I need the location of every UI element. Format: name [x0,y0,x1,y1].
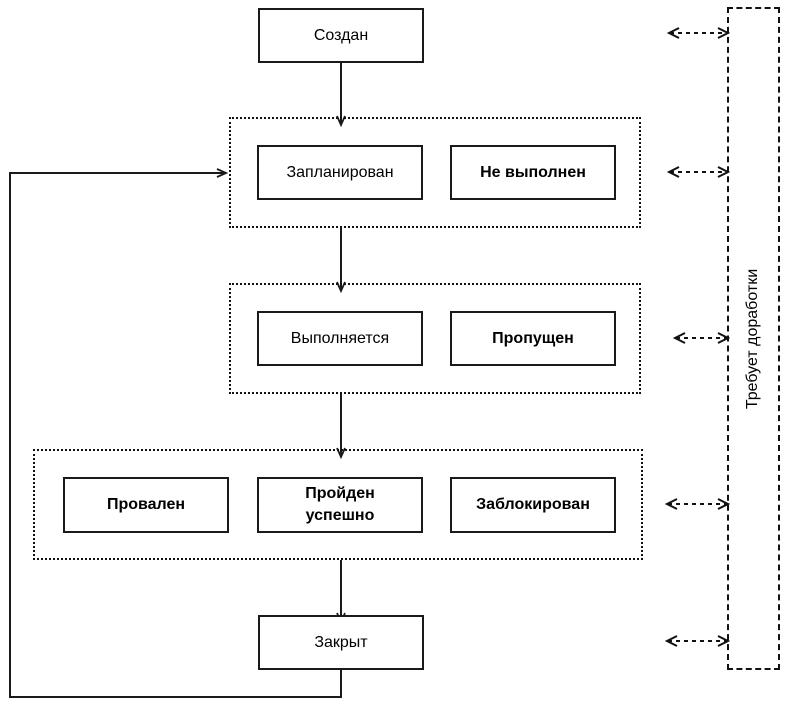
node-passed-label: Пройден успешно [305,485,375,524]
node-planned[interactable]: Запланирован [257,145,423,200]
node-passed[interactable]: Пройден успешно [257,477,423,533]
node-not-executed[interactable]: Не выполнен [450,145,616,200]
node-created-label: Создан [313,26,369,44]
node-skipped[interactable]: Пропущен [450,311,616,366]
node-planned-label: Запланирован [286,163,394,181]
node-failed[interactable]: Провален [63,477,229,533]
node-in-progress[interactable]: Выполняется [257,311,423,366]
node-closed-label: Закрыт [314,633,368,651]
node-created[interactable]: Создан [258,8,424,63]
node-closed[interactable]: Закрыт [258,615,424,670]
node-failed-label: Провален [106,496,186,514]
node-in-progress-label: Выполняется [290,329,390,347]
node-blocked-label: Заблокирован [476,496,590,514]
node-skipped-label: Пропущен [492,329,574,347]
side-panel-rework-label: Требует доработки [744,268,762,409]
node-blocked[interactable]: Заблокирован [450,477,616,533]
side-panel-rework[interactable]: Требует доработки [727,7,780,670]
node-not-executed-label: Не выполнен [480,163,586,181]
